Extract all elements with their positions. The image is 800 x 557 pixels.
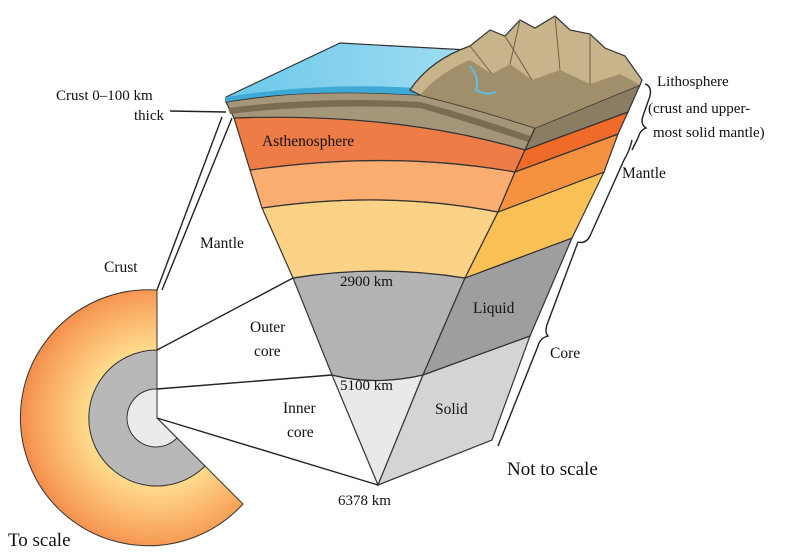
crust-label: Crust [104, 259, 138, 276]
lithosphere-bracket [631, 83, 652, 151]
crust-thickness-label-line1: Crust 0–100 km [56, 88, 153, 104]
asthenosphere-label: Asthenosphere [262, 133, 354, 150]
outer-core-label-line2: core [254, 343, 281, 360]
solid-label: Solid [435, 401, 468, 418]
lithosphere-label-line1: Lithosphere [657, 74, 729, 90]
cone-lower-mantle-front [261, 199, 499, 279]
cone-section [225, 15, 643, 487]
outer-core-label-line1: Outer [250, 319, 286, 336]
to-scale-label: To scale [8, 530, 71, 551]
liquid-label: Liquid [473, 300, 515, 317]
core-bracket [497, 241, 579, 447]
cone-mountain-ridges [469, 15, 591, 84]
inner-core-label-line2: core [287, 424, 314, 441]
to-scale-earth-section [19, 289, 244, 547]
inner-core-label-line1: Inner [283, 400, 317, 417]
cone-mountain-shadow [420, 60, 640, 128]
crust-thickness-label-line2: thick [134, 108, 164, 124]
depth-5100-label: 5100 km [340, 378, 393, 394]
to-scale-inner-core [126, 388, 178, 448]
lithosphere-label-line3: most solid mantle) [653, 125, 765, 141]
mantle-left-label: Mantle [200, 235, 244, 252]
right-brackets [497, 83, 652, 447]
cone-river [469, 65, 497, 95]
lithosphere-label-line2: (crust and upper- [648, 101, 750, 117]
depth-2900-label: 2900 km [340, 274, 393, 290]
depth-6378-label: 6378 km [338, 493, 391, 509]
cone-ocean-edge [226, 86, 420, 102]
mantle-right-label: Mantle [622, 165, 666, 182]
connector-lines [156, 110, 379, 486]
not-to-scale-label: Not to scale [507, 459, 598, 480]
cone-crust-dark-band [228, 100, 530, 142]
mantle-bracket [577, 139, 633, 244]
core-label: Core [550, 345, 580, 362]
